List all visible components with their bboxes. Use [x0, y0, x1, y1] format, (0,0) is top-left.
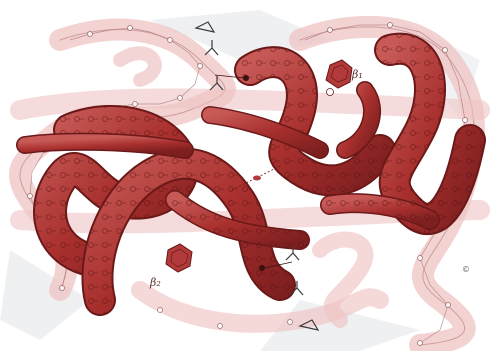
beta1-label: β₁	[351, 68, 363, 81]
beta2-label: β₂	[149, 276, 161, 289]
heme-group-beta1	[326, 60, 352, 96]
heme-group-beta2	[166, 244, 192, 272]
copyright-mark: ©	[462, 265, 470, 274]
